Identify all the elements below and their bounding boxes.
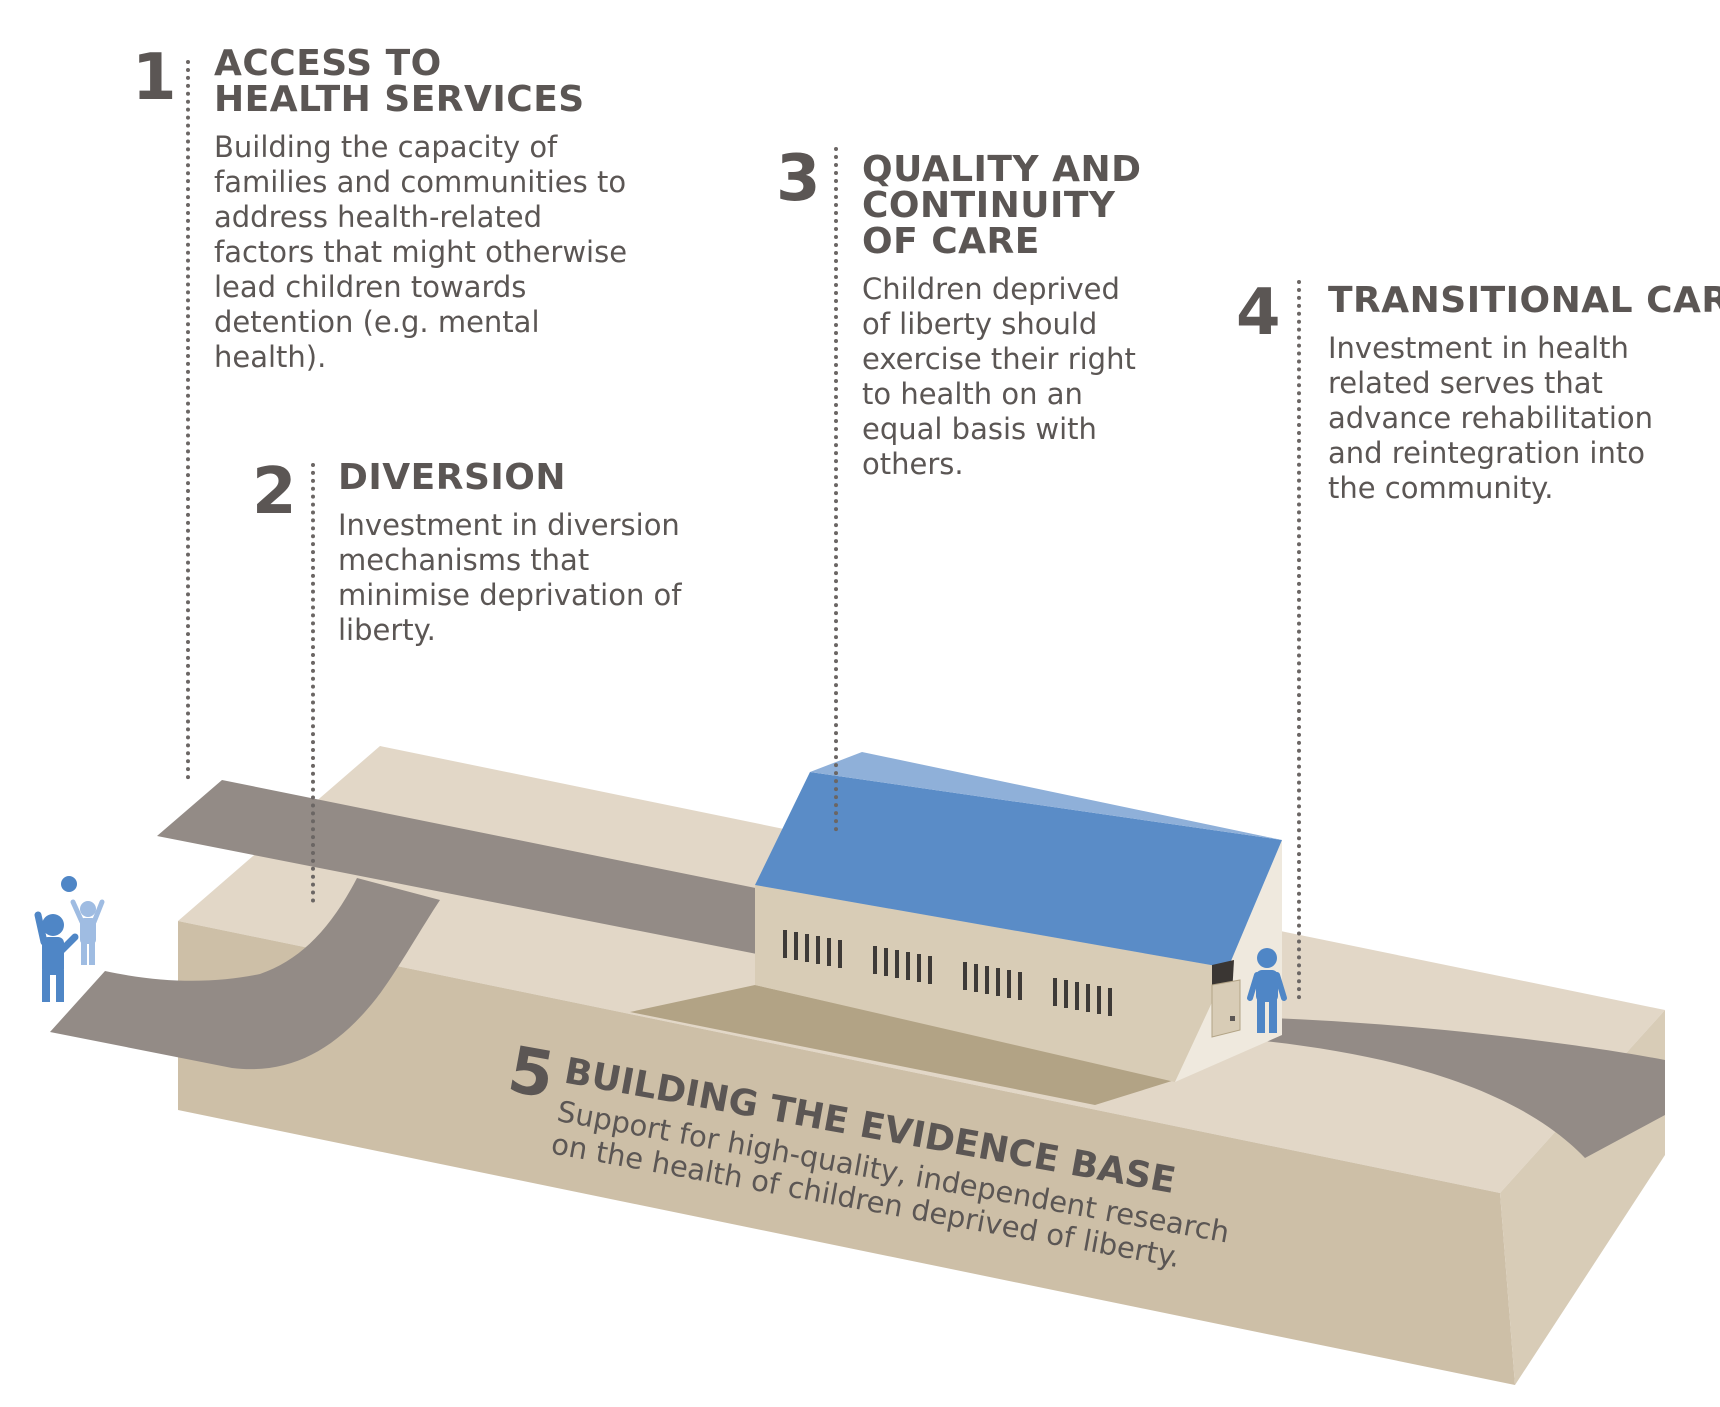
building-end-wall [1175,840,1282,1082]
step-title: ACCESS TO HEALTH SERVICES [214,43,585,120]
step-4: 4 TRANSITIONAL CARE Investment in health… [1236,280,1720,506]
step-description: Investment in diversion mechanisms that … [338,508,682,647]
leader-line-1 [186,60,190,780]
step-number: 3 [776,142,821,216]
ground-front-face [178,921,1515,1385]
step-1: 1 ACCESS TO HEALTH SERVICES Building the… [132,43,664,375]
step-description: Children deprived of liberty should exer… [862,272,1136,481]
door-lock-icon [1211,979,1241,1038]
step-description: Building the capacity of families and co… [214,130,628,374]
diversion-road [50,878,440,1070]
leader-line-3 [834,147,838,832]
step-title: TRANSITIONAL CARE [1328,280,1720,321]
person-figure-icon [1247,948,1287,1033]
step-number: 2 [252,455,297,529]
leader-line-4 [1297,280,1301,1000]
step-number: 4 [1236,276,1281,350]
roof-front [755,772,1282,968]
step-description: Investment in health related serves that… [1328,331,1654,505]
step-title: QUALITY AND CONTINUITY OF CARE [862,149,1142,262]
step-number: 1 [132,41,177,115]
step-3: 3 QUALITY AND CONTINUITY OF CARE Childre… [776,147,1172,482]
barred-windows [783,930,1112,1016]
step-title: DIVERSION [338,457,567,498]
building-shadow [630,985,1175,1105]
leader-line-2 [311,463,315,903]
building-front-wall [755,885,1228,1082]
step-2: 2 DIVERSION Investment in diversion mech… [252,457,708,648]
exit-road [1235,1017,1665,1158]
roof-ridge [810,752,1282,840]
family-figures-icon [34,876,105,1002]
